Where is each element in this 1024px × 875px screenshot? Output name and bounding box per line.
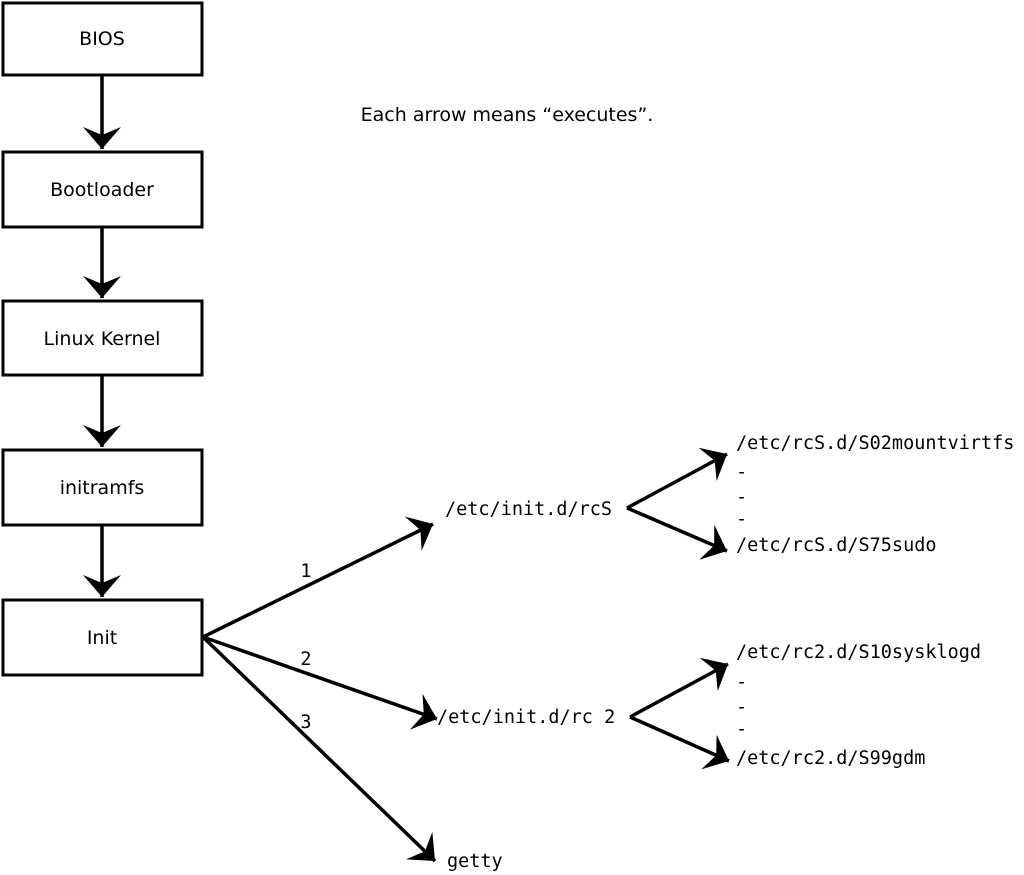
box-linux-kernel: Linux Kernel	[1, 299, 204, 377]
arrow-rc2-to-s10sysklogd	[629, 657, 729, 719]
node-rcs: /etc/init.d/rcS	[445, 499, 612, 520]
box-bios: BIOS	[1, 1, 204, 77]
arrow-rcs-to-s75sudo	[626, 506, 728, 560]
node-rc2-child-dash-2: -	[736, 697, 747, 718]
box-initramfs: initramfs	[1, 448, 204, 527]
arrow-rc2-to-s99gdm	[629, 715, 730, 770]
node-rc2-child-dash-1: -	[736, 672, 747, 693]
arrow-init-to-rc2	[202, 635, 438, 730]
arrow-init-to-rcs	[202, 516, 434, 639]
box-initramfs-rect	[1, 448, 204, 527]
arrow-label-2: 2	[300, 649, 311, 670]
node-rcs-child-dash-3: -	[736, 509, 747, 530]
node-rc2-child-s10sysklogd: /etc/rc2.d/S10sysklogd	[736, 642, 981, 663]
node-rc2: /etc/init.d/rc 2	[437, 707, 615, 728]
node-rc2-child-dash-3: -	[736, 719, 747, 740]
box-init-label: Init	[87, 627, 117, 649]
box-bootloader-label: Bootloader	[50, 179, 154, 201]
arrow-init-to-getty	[201, 635, 437, 863]
node-rcs-child-dash-2: -	[736, 487, 747, 508]
arrow-label-1: 1	[300, 561, 311, 582]
node-getty: getty	[447, 851, 503, 872]
box-bootloader-rect	[1, 150, 204, 229]
box-initramfs-label: initramfs	[60, 477, 145, 499]
node-rcs-child-dash-1: -	[736, 462, 747, 483]
node-rcs-child-s02mountvirtfs: /etc/rcS.d/S02mountvirtfs	[736, 433, 1014, 454]
node-rcs-child-s75sudo: /etc/rcS.d/S75sudo	[736, 535, 936, 556]
arrow-rcs-to-s02mountvirtfs	[626, 447, 728, 510]
arrow-label-3: 3	[300, 712, 311, 733]
node-rc2-child-s99gdm: /etc/rc2.d/S99gdm	[736, 748, 925, 769]
box-linux-kernel-label: Linux Kernel	[44, 328, 161, 350]
box-bios-rect	[1, 1, 204, 77]
box-bootloader: Bootloader	[1, 150, 204, 229]
box-init: Init	[1, 598, 204, 677]
legend-text: Each arrow means “executes”.	[361, 104, 654, 126]
box-bios-label: BIOS	[79, 28, 125, 50]
box-init-rect	[1, 598, 204, 677]
